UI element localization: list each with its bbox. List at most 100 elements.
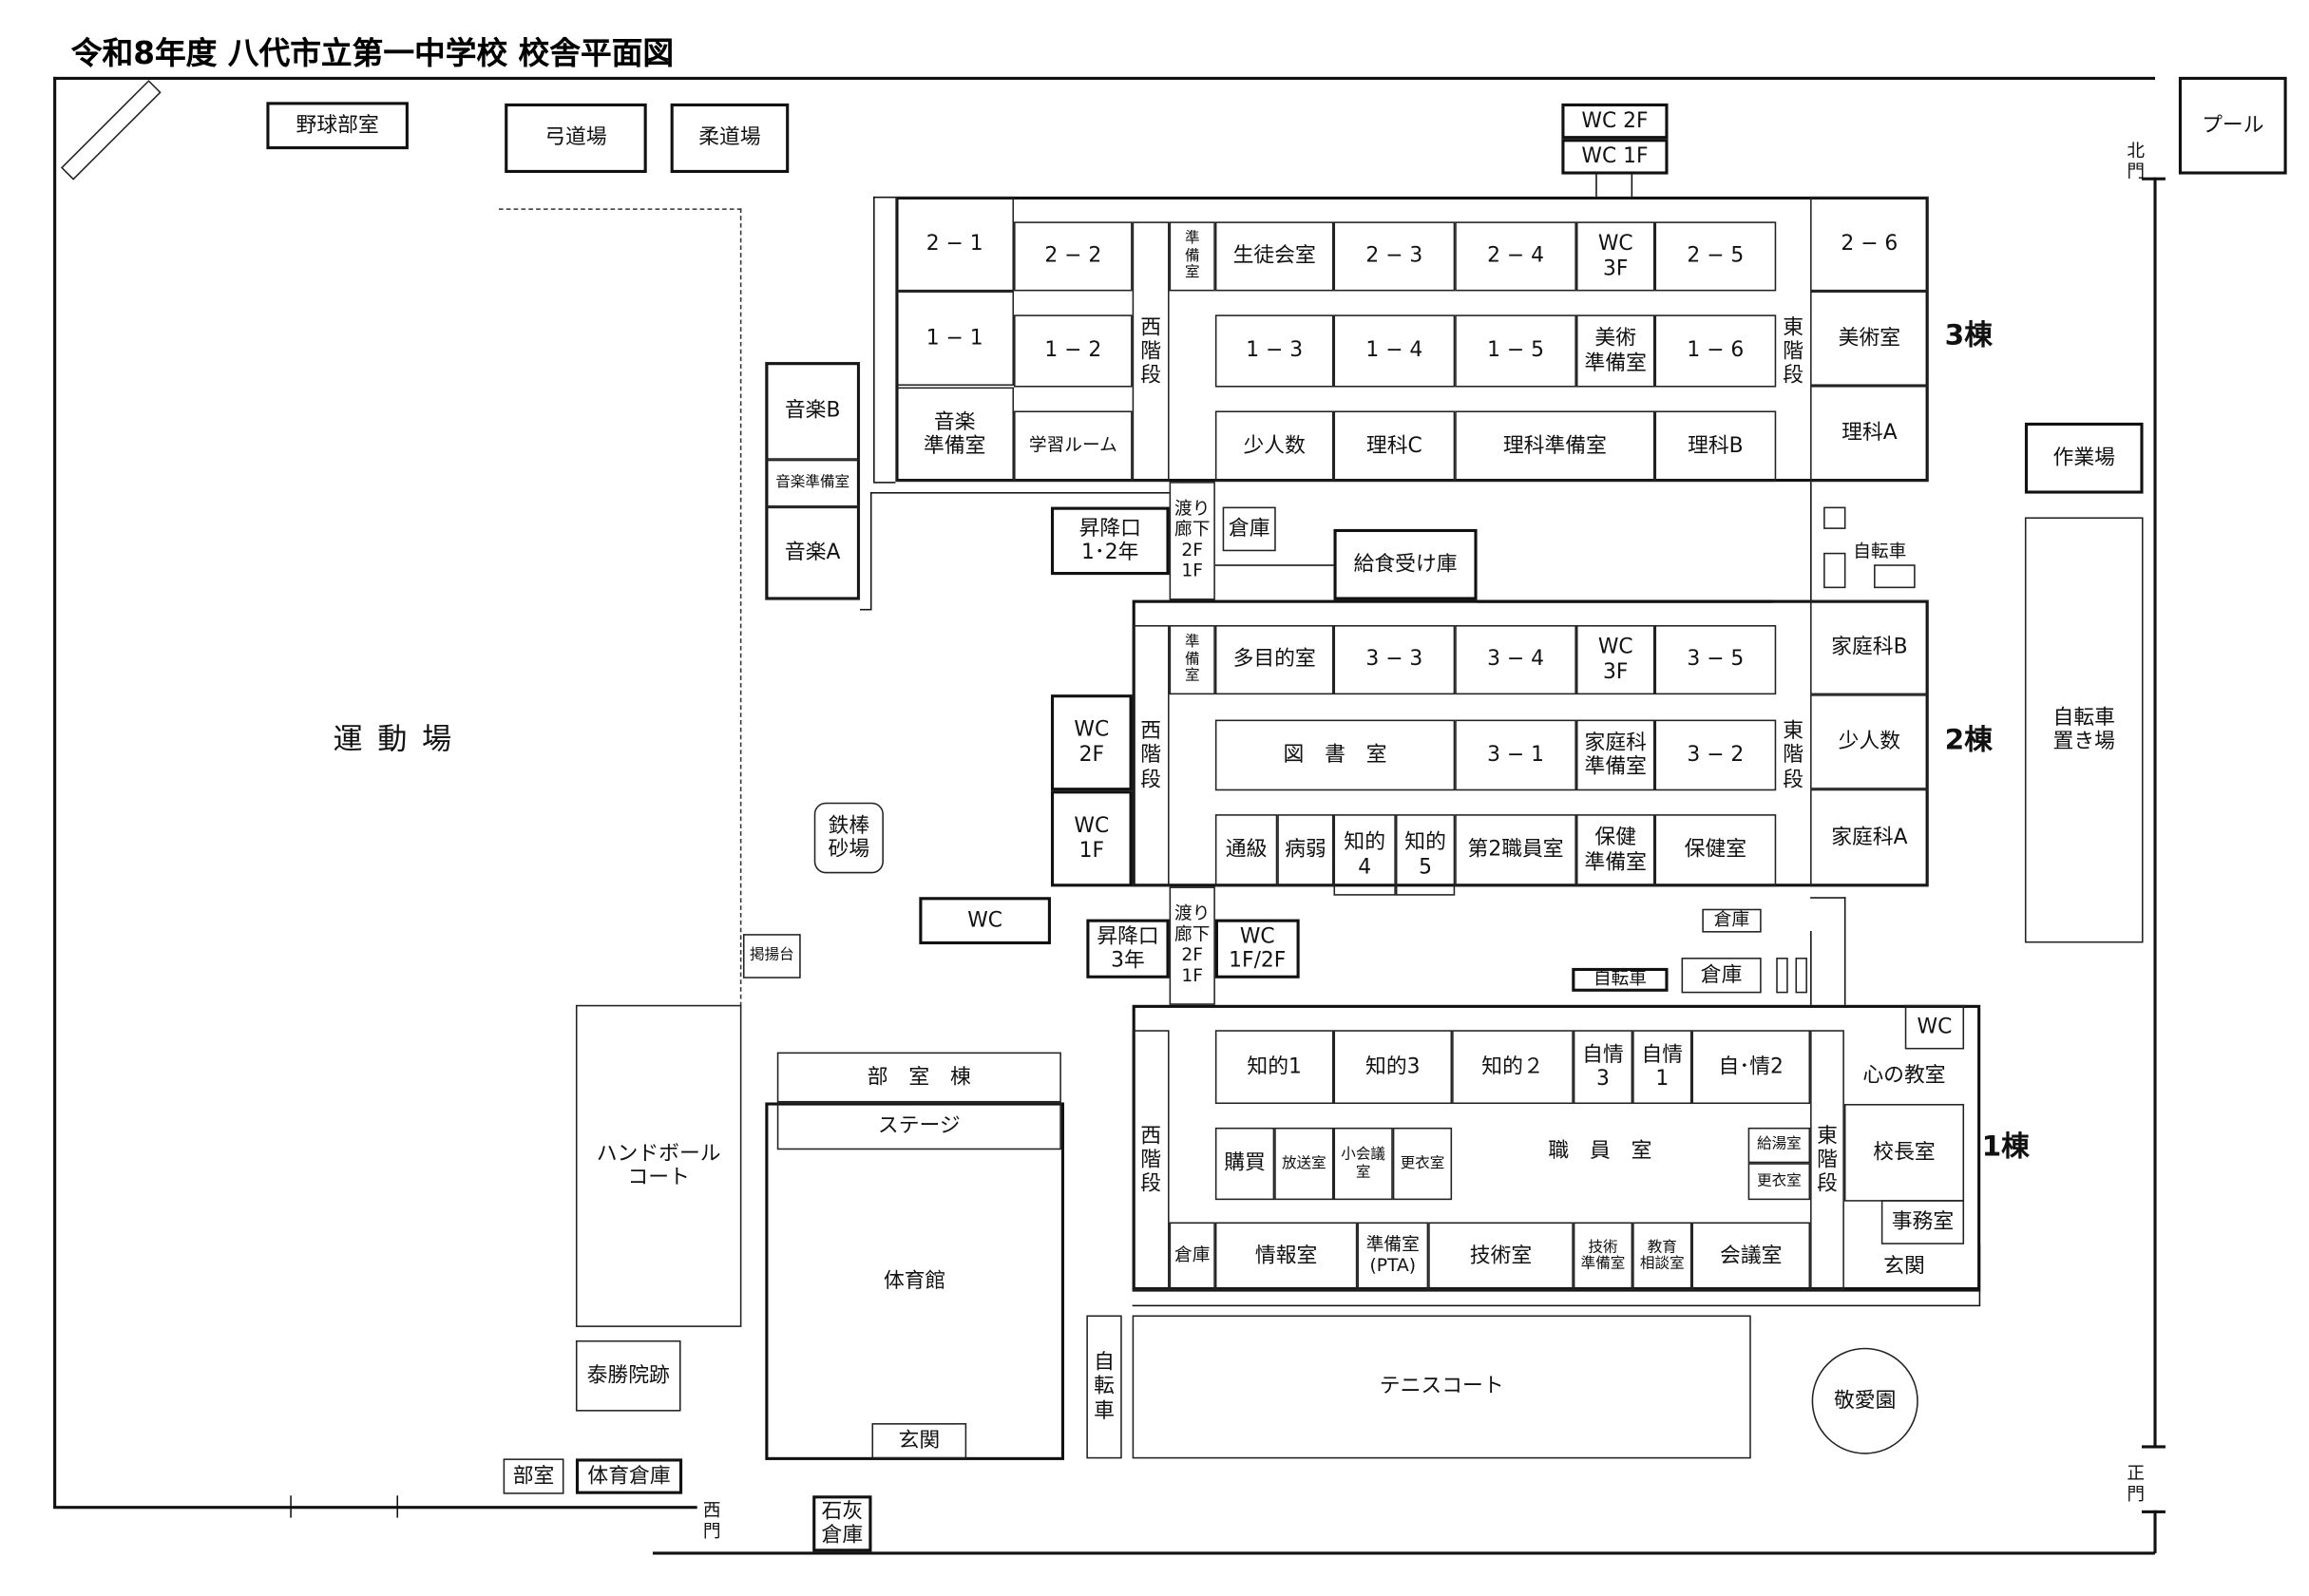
room-c2_5: 2 − 5	[1654, 221, 1777, 292]
room-shop: 購買	[1214, 1127, 1275, 1201]
room-prep2: 準 備 室	[1169, 625, 1215, 695]
room-study: 学習ルーム	[1014, 410, 1133, 483]
room-tsukyu: 通級	[1214, 814, 1278, 887]
room-wc3f_2: WC 3F	[1575, 625, 1655, 695]
room-keiai: 敬愛園	[1811, 1347, 1918, 1454]
room-locker1: 更衣室	[1392, 1127, 1453, 1201]
gate-main: 正 門	[2127, 1463, 2146, 1505]
room-c1_2: 1 − 2	[1014, 314, 1133, 388]
room-c3_3: 3 − 3	[1333, 625, 1456, 695]
room-c3_5: 3 − 5	[1654, 625, 1777, 695]
room-jijo2: 自･情2	[1691, 1030, 1811, 1105]
corridor-line	[860, 608, 872, 611]
room-counsel: 教育 相談室	[1632, 1222, 1692, 1291]
room-clubBldg: 部 室 棟	[776, 1052, 1061, 1103]
room-e1stairs: 東 階 段	[1810, 1030, 1844, 1291]
tick-mark	[396, 1495, 399, 1518]
room-w3stairs: 西 階 段	[1132, 221, 1170, 483]
corridor-line	[1132, 1290, 1981, 1292]
room-homeB: 家庭科B	[1810, 599, 1929, 695]
room-wc2f_b2: WC 2F	[1050, 694, 1133, 791]
room-health: 保健室	[1654, 814, 1777, 887]
room-storage3: 倉庫	[1681, 958, 1762, 994]
room-small2: 少人数	[1810, 694, 1929, 789]
room-chiteki2: 知的２	[1452, 1030, 1574, 1105]
room-sciPrep: 理科準備室	[1455, 410, 1655, 483]
room-wc_out: WC	[919, 897, 1051, 945]
corridor-line	[1843, 897, 1846, 1005]
room-pool: プール	[2178, 76, 2287, 175]
room-c1_4: 1 − 4	[1333, 314, 1456, 388]
room-gym: 体育館	[765, 1102, 1064, 1460]
room-homeA: 家庭科A	[1810, 788, 1929, 887]
room-byojaku: 病弱	[1277, 814, 1334, 887]
gate-west: 西 門	[702, 1500, 721, 1542]
room-flag: 掲揚台	[742, 934, 801, 978]
room-c1_5: 1 − 5	[1455, 314, 1576, 388]
room-genkan1: 玄関	[1883, 1255, 1925, 1280]
corridor-line	[1810, 482, 1812, 600]
room-kitchenette: 給湯室	[1747, 1127, 1811, 1164]
site-boundary	[652, 1551, 2156, 1554]
room-c2_4: 2 − 4	[1455, 221, 1576, 292]
room-tennis: テニスコート	[1132, 1315, 1751, 1459]
room-locker2: 更衣室	[1747, 1163, 1811, 1201]
room-office: 事務室	[1880, 1200, 1965, 1244]
room-chiteki1: 知的1	[1214, 1030, 1334, 1105]
room-jijo1: 自情 1	[1632, 1030, 1692, 1105]
room-kokoro: 心の教室	[1862, 1064, 1946, 1089]
page-title: 令和8年度 八代市立第一中学校 校舎平面図	[70, 35, 675, 71]
site-boundary	[53, 76, 2156, 80]
room-storage2: 倉庫	[1702, 908, 1762, 933]
gate-mark	[2141, 1445, 2166, 1448]
room-chiteki5: 知的 5	[1395, 814, 1456, 896]
room-multi: 多目的室	[1214, 625, 1334, 695]
room-e2stairs: 東 階 段	[1783, 720, 1804, 792]
room-sciC: 理科C	[1333, 410, 1456, 483]
room-broadcast: 放送室	[1274, 1127, 1334, 1201]
site-boundary	[53, 76, 56, 1508]
diagonal-structure	[60, 80, 162, 180]
room-tetsubo: 鉄棒 砂場	[813, 802, 884, 874]
ground-boundary-dashed	[498, 208, 742, 1007]
room-baseball: 野球部室	[266, 102, 409, 150]
room-art: 美術室	[1810, 291, 1929, 387]
room-staff2: 第2職員室	[1455, 814, 1576, 887]
room-clubroom: 部室	[503, 1458, 564, 1494]
corridor-line	[1810, 931, 1812, 1005]
small-structure	[1795, 958, 1807, 994]
room-kyudo: 弓道場	[505, 103, 647, 174]
building-label-1: 1棟	[1981, 1130, 2030, 1164]
room-musicB: 音楽B	[765, 362, 861, 460]
room-musicPrep: 音楽準備室	[765, 459, 861, 507]
room-council: 生徒会室	[1214, 221, 1334, 292]
room-musicA: 音楽A	[765, 506, 861, 600]
small-structure	[1776, 958, 1788, 994]
room-e3stairs: 東 階 段	[1783, 315, 1804, 388]
connector	[1631, 174, 1633, 197]
room-staffroom: 職 員 室	[1548, 1140, 1652, 1164]
room-musicPrep2: 音楽 準備室	[895, 387, 1015, 483]
building-label-2: 2棟	[1944, 724, 1993, 757]
gate-mark	[2141, 1510, 2166, 1513]
wall-line	[1214, 564, 1334, 566]
room-workshop: 作業場	[2024, 422, 2144, 494]
room-techPrep: 技術 準備室	[1573, 1222, 1633, 1291]
room-prep3: 準 備 室	[1169, 221, 1215, 292]
corridor-line	[873, 482, 896, 484]
room-wc12: WC 1F/2F	[1214, 919, 1300, 978]
corridor-line	[869, 492, 872, 611]
room-pta: 準備室 (PTA)	[1357, 1222, 1429, 1291]
room-c1_6: 1 − 6	[1654, 314, 1777, 388]
room-storage4: 倉庫	[1169, 1222, 1215, 1291]
site-boundary	[53, 1506, 697, 1509]
room-storage1: 倉庫	[1222, 506, 1276, 552]
room-wc3f_3: WC 3F	[1575, 221, 1655, 292]
room-info: 情報室	[1214, 1222, 1358, 1291]
room-meeting: 会議室	[1691, 1222, 1811, 1291]
building-label-3: 3棟	[1944, 319, 1993, 352]
room-c2_2: 2 − 2	[1014, 221, 1133, 292]
corridor-line	[1810, 897, 1846, 899]
room-smallMeeting: 小会議室	[1333, 1127, 1393, 1201]
room-c3_4: 3 − 4	[1455, 625, 1576, 695]
